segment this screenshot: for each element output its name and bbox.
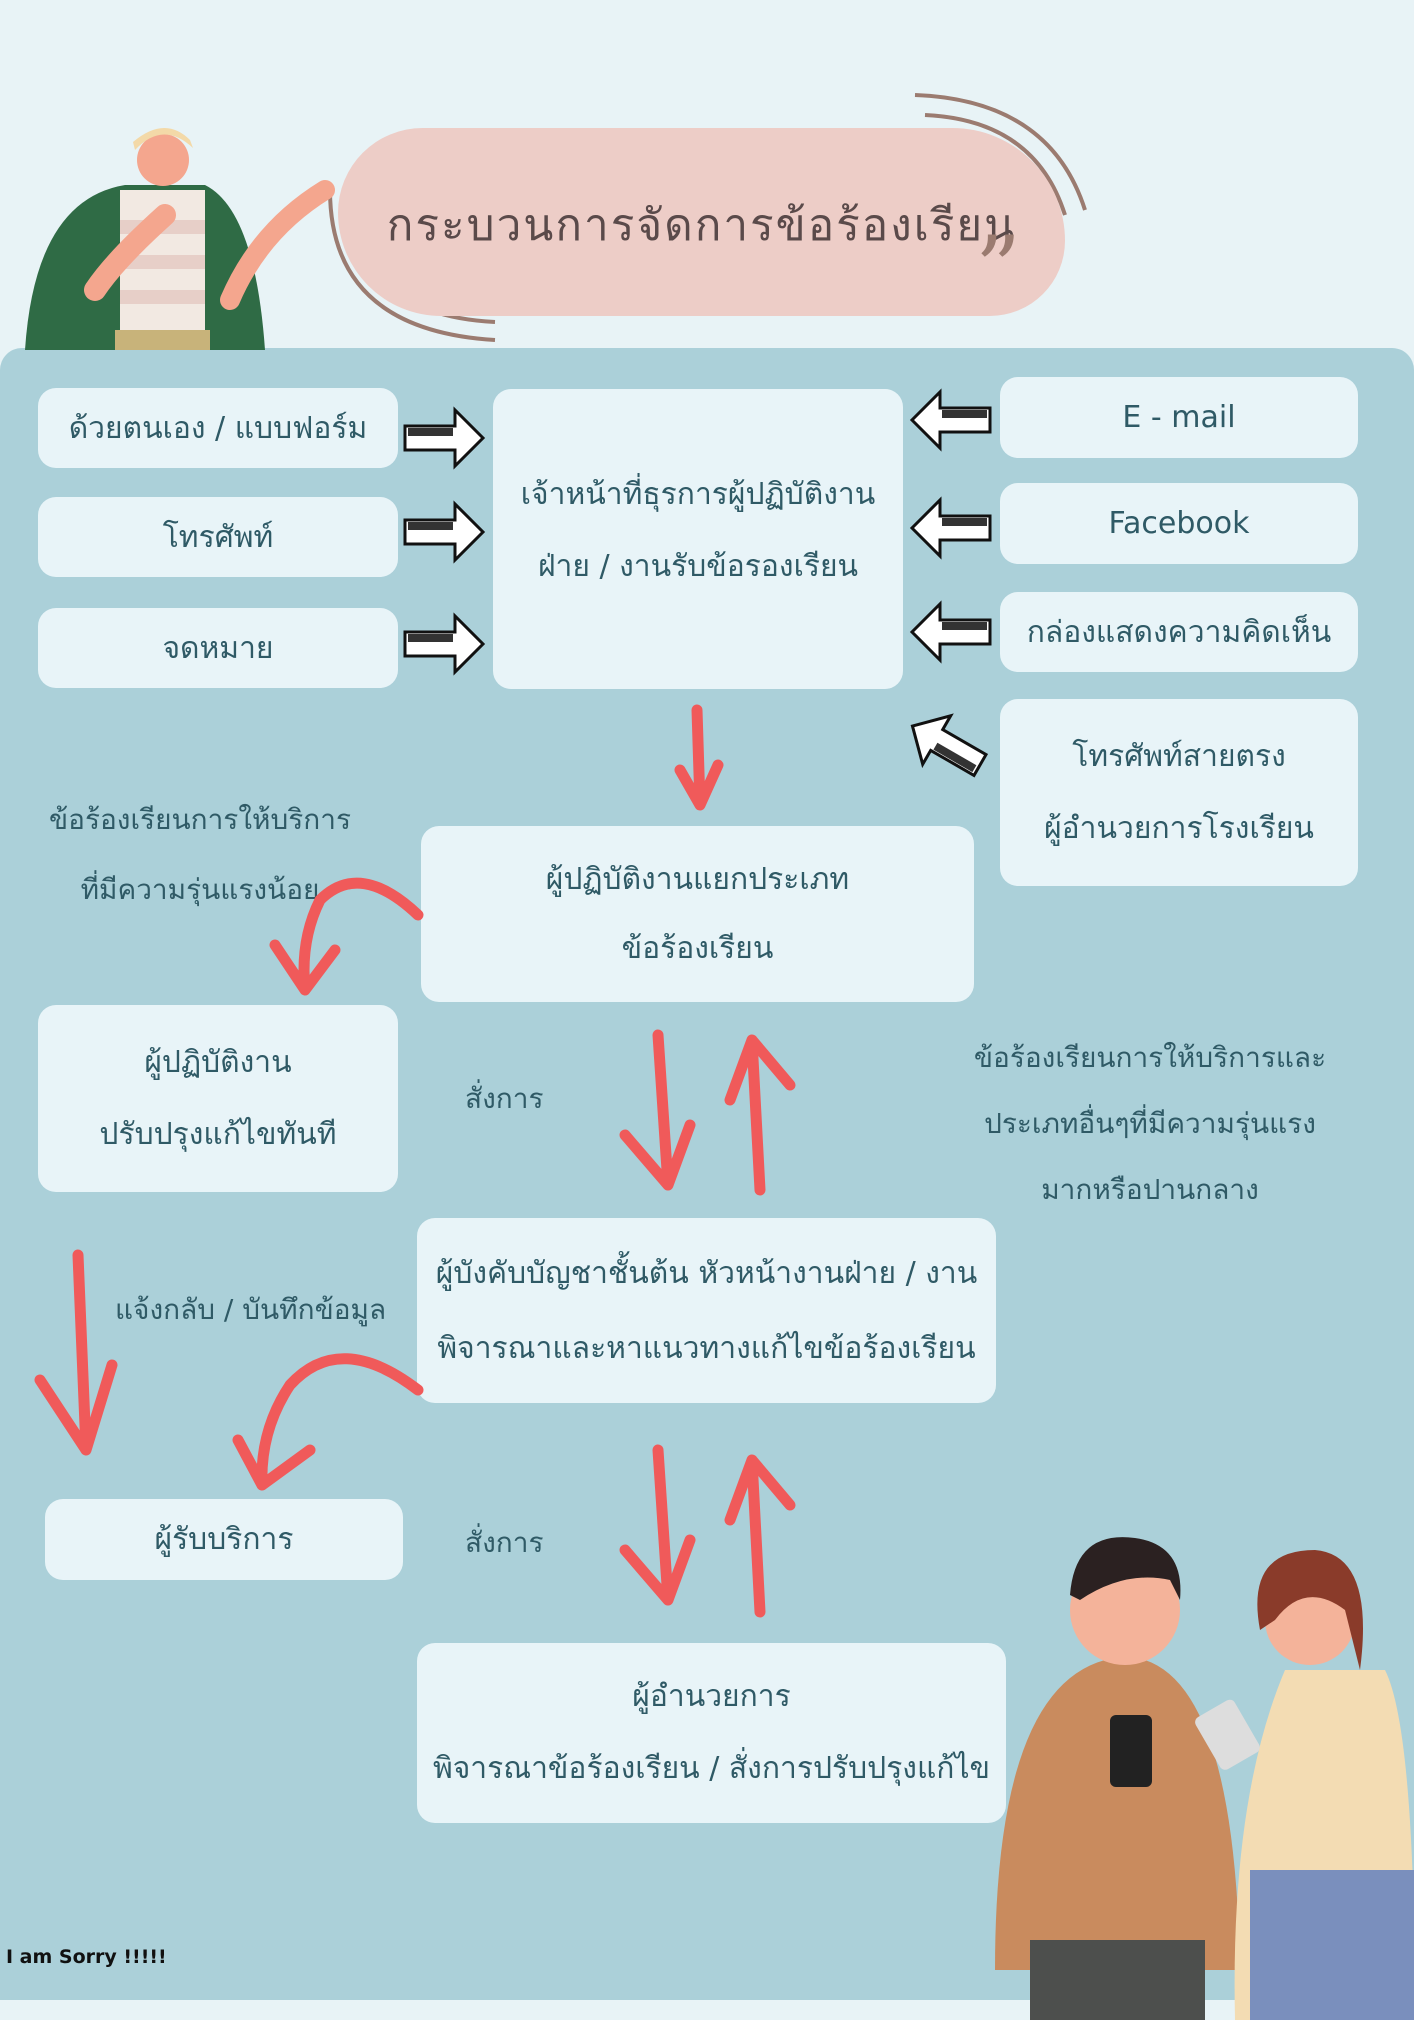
- label-line: ที่มีความรุ่นแรงน้อย: [80, 873, 320, 906]
- title-banner: [338, 128, 1065, 316]
- box-line: ข้อร้องเรียน: [621, 931, 774, 966]
- arrow-down-icon: [674, 704, 724, 811]
- arrow-up-icon: [724, 1034, 796, 1196]
- label-line: มากหรือปานกลาง: [1041, 1172, 1259, 1206]
- channel-director-hotline: โทรศัพท์สายตรงผู้อำนวยการโรงเรียน: [1000, 699, 1358, 886]
- channel-label: จดหมาย: [162, 630, 274, 666]
- channel-facebook: Facebook: [1000, 483, 1358, 564]
- arrow-down-icon: [619, 1444, 696, 1606]
- supervisor-box: ผู้บังคับบัญชาชั้นต้น หัวหน้างานฝ่าย / ง…: [417, 1218, 996, 1403]
- curved-arrow-icon: [232, 1353, 424, 1491]
- arrow-down-icon: [34, 1249, 118, 1456]
- feedback-label: แจ้งกลับ / บันทึกข้อมูล: [115, 1293, 387, 1326]
- reception-officer-box: เจ้าหน้าที่ธุรการผู้ปฏิบัติงานฝ่าย / งาน…: [493, 389, 903, 689]
- director-box: ผู้อำนวยการพิจารณาข้อร้องเรียน / สั่งการ…: [417, 1643, 1006, 1823]
- channel-in-person: ด้วยตนเอง / แบบฟอร์ม: [38, 388, 398, 468]
- order-label: สั่งการ: [465, 1082, 544, 1115]
- box-line: ผู้อำนวยการโรงเรียน: [1044, 810, 1314, 846]
- channel-label: กล่องแสดงความคิดเห็น: [1026, 614, 1332, 650]
- channel-phone: โทรศัพท์: [38, 497, 398, 577]
- box-line: ผู้รับบริการ: [154, 1522, 294, 1557]
- curved-arrow-icon: [269, 877, 424, 996]
- box-line: ฝ่าย / งานรับข้อรองเรียน: [537, 549, 859, 584]
- box-line: โทรศัพท์สายตรง: [1072, 738, 1286, 774]
- channel-letter: จดหมาย: [38, 608, 398, 688]
- client-box: ผู้รับบริการ: [45, 1499, 403, 1580]
- couple-illustration: [995, 1537, 1414, 2020]
- box-line: เจ้าหน้าที่ธุรการผู้ปฏิบัติงาน: [520, 477, 876, 512]
- label-line: ข้อร้องเรียนการให้บริการ: [48, 803, 351, 836]
- box-line: ผู้บังคับบัญชาชั้นต้น หัวหน้างานฝ่าย / ง…: [435, 1255, 978, 1291]
- box-line: พิจารณาและหาแนวทางแก้ไขข้อร้องเรียน: [437, 1330, 976, 1366]
- box-line: ปรับปรุงแก้ไขทันที: [99, 1116, 337, 1152]
- box-line: ผู้ปฏิบัติงานแยกประเภท: [545, 862, 850, 897]
- arrow-down-icon: [619, 1029, 696, 1191]
- quote-icon: ”: [975, 217, 1022, 322]
- arrow-up-icon: [724, 1454, 796, 1618]
- channel-label: E - mail: [1122, 400, 1236, 435]
- channel-email: E - mail: [1000, 377, 1358, 458]
- label-line: ข้อร้องเรียนการให้บริการและ: [973, 1041, 1327, 1074]
- presenter-illustration: [25, 127, 335, 350]
- page-title: กระบวนการจัดการข้อร้องเรียน: [386, 200, 1017, 251]
- label-line: ประเภทอื่นๆที่มีความรุ่นแรง: [984, 1106, 1316, 1140]
- minor-complaint-label: ข้อร้องเรียนการให้บริการที่มีความรุ่นแรง…: [40, 785, 360, 925]
- serious-complaint-label: ข้อร้องเรียนการให้บริการและประเภทอื่นๆที…: [955, 1025, 1345, 1222]
- box-line: ผู้ปฏิบัติงาน: [144, 1044, 292, 1080]
- box-line: ผู้อำนวยการ: [632, 1679, 791, 1714]
- worker-fix-box: ผู้ปฏิบัติงานปรับปรุงแก้ไขทันที: [38, 1005, 398, 1192]
- classifier-box: ผู้ปฏิบัติงานแยกประเภทข้อร้องเรียน: [421, 826, 974, 1002]
- channel-label: โทรศัพท์: [162, 519, 274, 555]
- footer-note: I am Sorry !!!!!: [6, 1946, 167, 1968]
- channel-label: Facebook: [1108, 506, 1250, 541]
- order-label: สั่งการ: [465, 1526, 544, 1559]
- channel-comment-box: กล่องแสดงความคิดเห็น: [1000, 592, 1358, 672]
- box-line: พิจารณาข้อร้องเรียน / สั่งการปรับปรุงแก้…: [432, 1751, 991, 1786]
- channel-label: ด้วยตนเอง / แบบฟอร์ม: [68, 410, 368, 446]
